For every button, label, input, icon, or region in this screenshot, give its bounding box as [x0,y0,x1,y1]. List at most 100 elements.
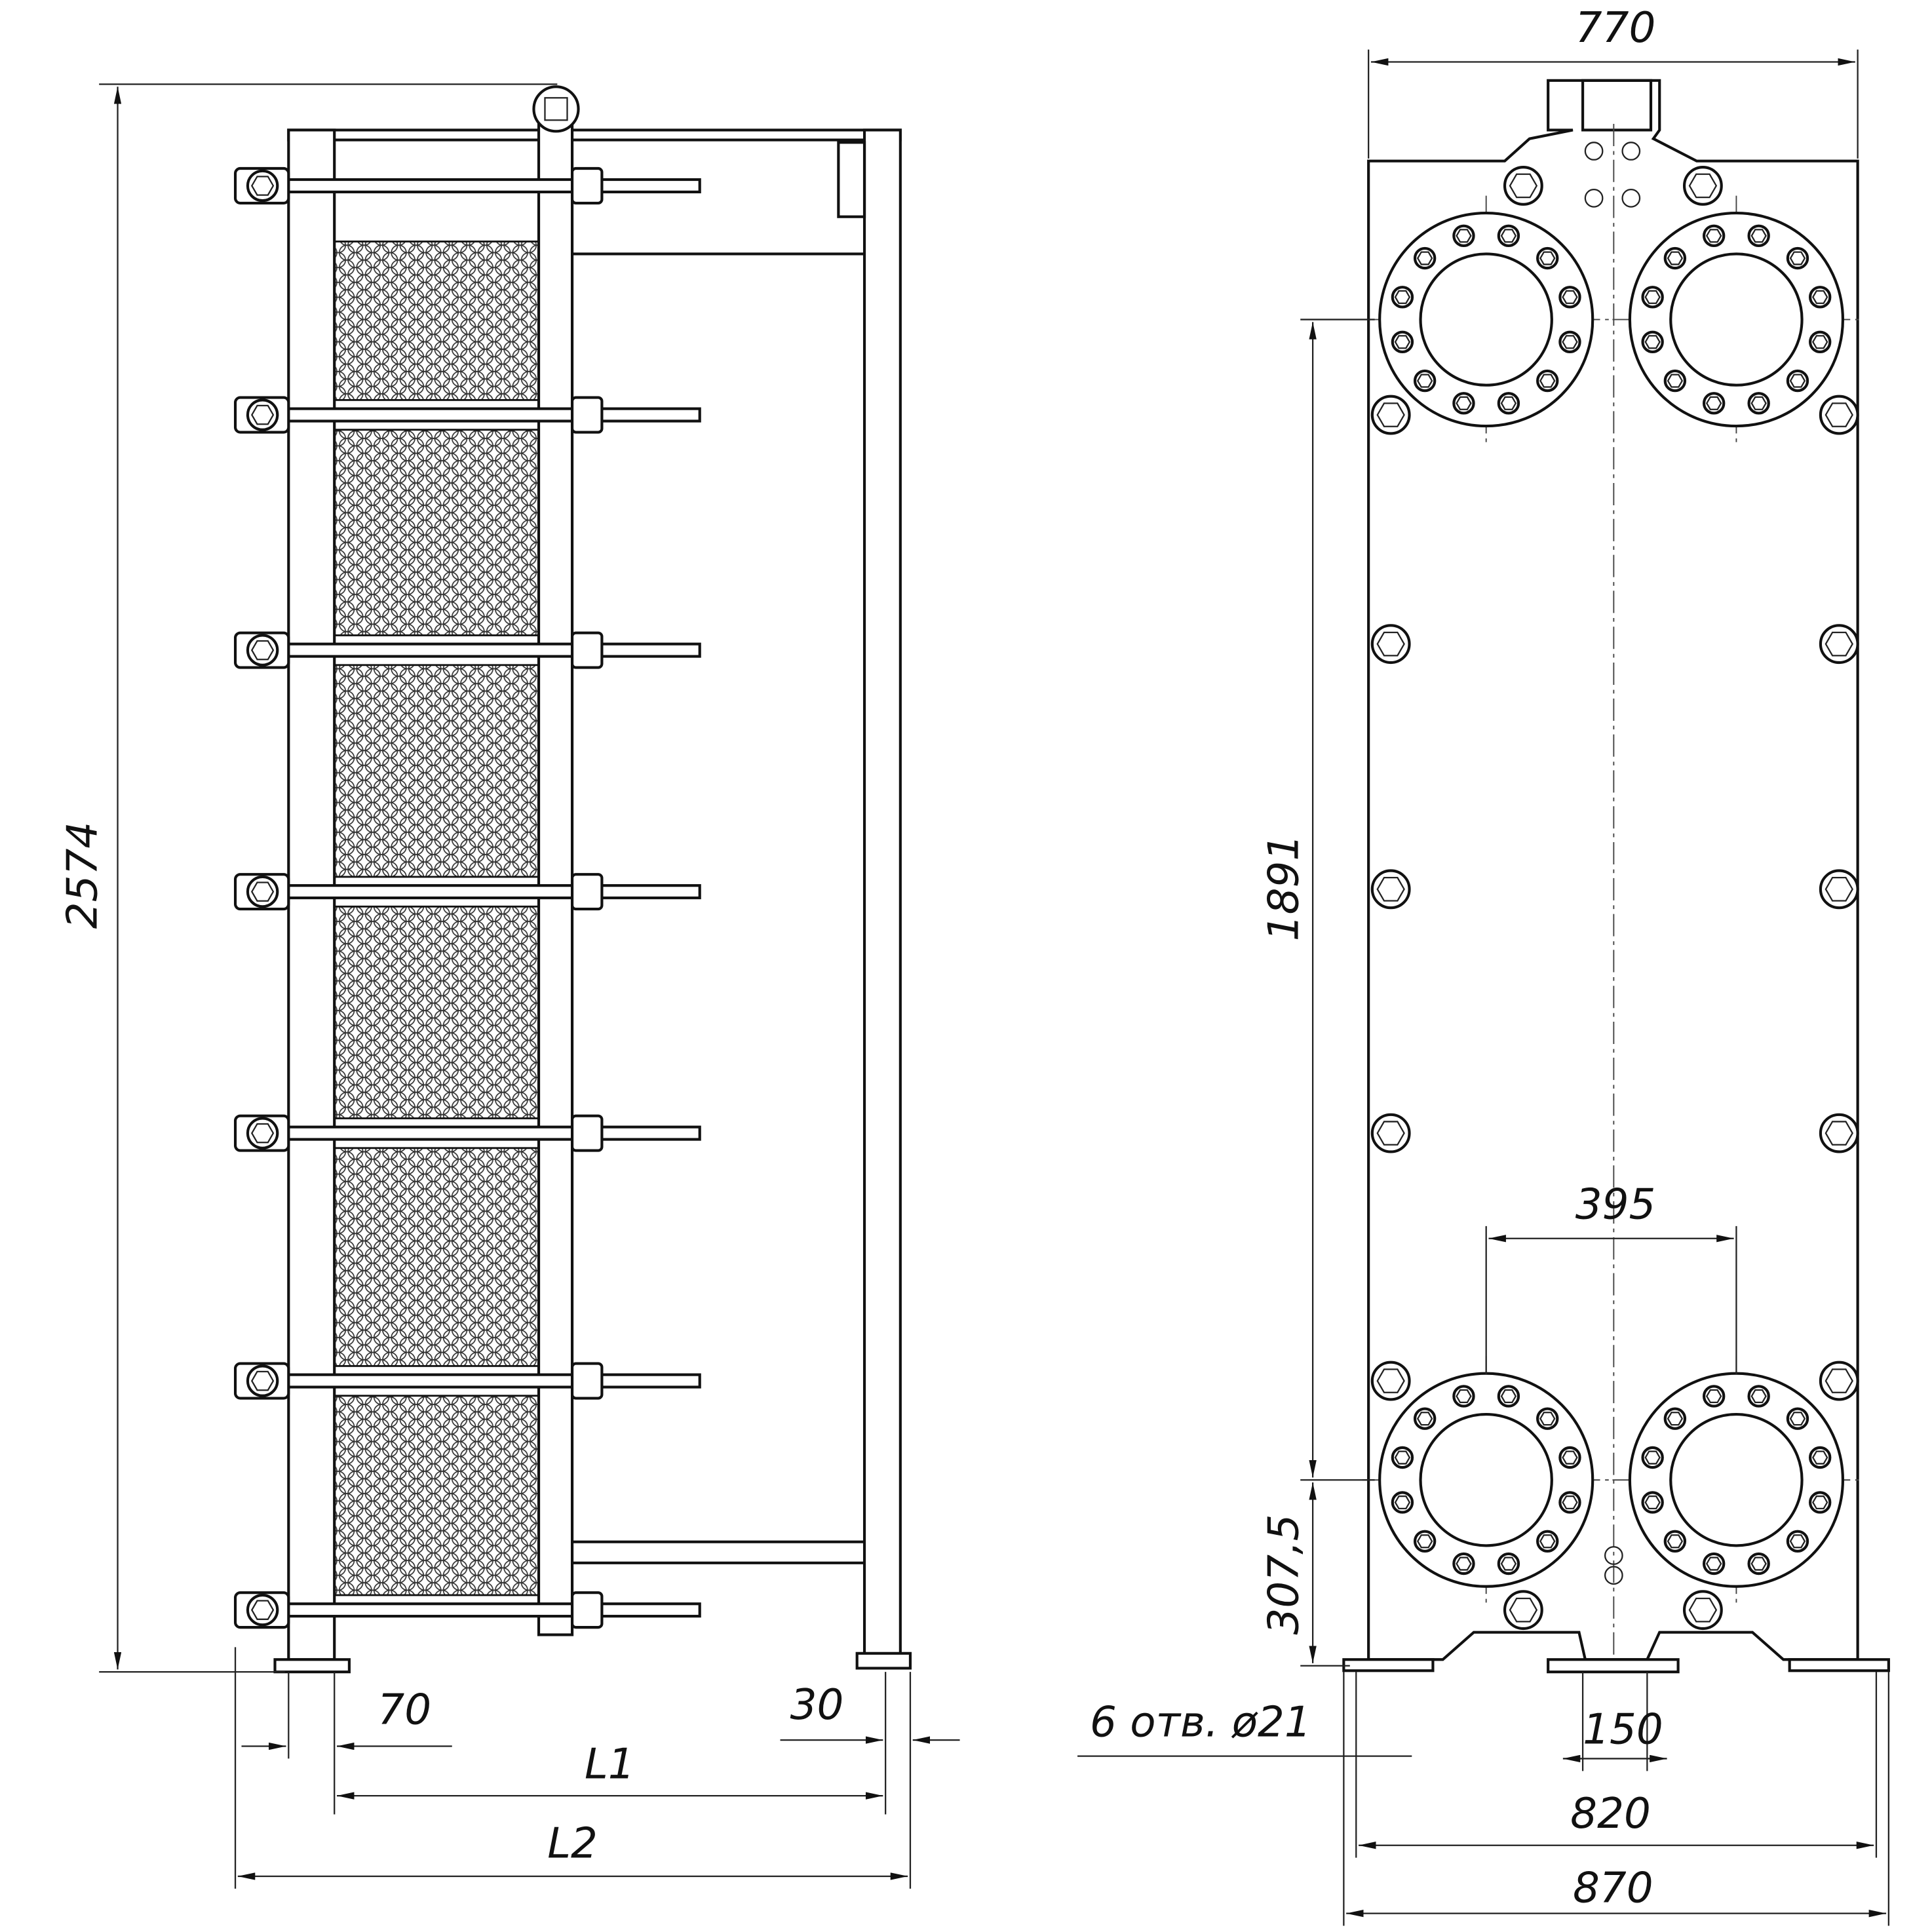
nut-hex [1539,251,1556,265]
dim-770: 770 [1575,3,1656,52]
nut-hex [1376,402,1405,427]
nut-hex [1812,335,1828,349]
nut-hex [1812,1450,1828,1465]
column-foot [855,1652,912,1670]
plate-pack-section [333,429,540,636]
nut-hex [250,176,275,196]
nut-hex [1667,1534,1684,1549]
nut-hex [1667,374,1684,388]
nut-hex [1394,1495,1411,1510]
nut-hex [1825,631,1853,657]
nut-hex [250,404,275,425]
dimensions [99,49,1889,1926]
tie-rod [287,178,701,193]
nut-hex [1825,877,1853,902]
tie-rod-nut-right [570,631,604,669]
nut-hex [1456,1389,1472,1404]
nut-hex [1789,1534,1806,1549]
nut-hex [1812,290,1828,304]
small-hole [1584,188,1604,208]
nut-hex [1644,1450,1661,1465]
nut-hex [1376,1121,1405,1146]
port-flange [1628,1372,1845,1588]
nut-hex [1705,1556,1722,1571]
plate-pack-section [333,1395,540,1596]
nut-hex [1394,290,1411,304]
lifting-lug [1581,79,1653,132]
nut-hex [250,881,275,902]
nut-hex [1705,1389,1722,1404]
tie-rod [287,1373,701,1389]
nut-hex [1500,396,1517,410]
bolt-icon [246,1593,279,1627]
nut-hex [1705,229,1722,243]
tie-rod [287,884,701,900]
support-column [862,128,902,1661]
lifting-eye-inner [544,97,568,121]
center-foot [1547,1658,1680,1674]
nut-hex [1789,251,1806,265]
nut-hex [1376,631,1405,657]
side-view [233,85,912,1674]
tie-rod-nut-right [570,396,604,434]
nut-hex [1500,1389,1517,1404]
bolt-icon [1819,624,1859,665]
nut-hex [1509,1597,1538,1623]
port-flange [1378,211,1594,428]
tie-rod [287,1602,701,1618]
bolt-icon [1370,624,1411,665]
port-opening [1669,252,1804,387]
plate-pack-section [333,241,540,401]
nut-hex [1750,396,1767,410]
nut-hex [1562,1495,1578,1510]
nut-hex [1562,335,1578,349]
nut-hex [1705,396,1722,410]
bolt-icon [1819,395,1859,435]
nut-hex [1789,374,1806,388]
nut-hex [250,1370,275,1391]
bolt-icon [246,875,279,908]
nut-hex [1825,1368,1853,1393]
plate-pack-section [333,905,540,1119]
dim-2574: 2574 [58,822,107,929]
lifting-eye [532,85,580,133]
nut-hex [1456,396,1472,410]
nut-hex [1644,290,1661,304]
bolt-icon [1370,1113,1411,1153]
bolt-icon [1819,1113,1859,1153]
nut-hex [1539,1412,1556,1426]
fixed-plate-foot [273,1658,351,1674]
nut-hex [1416,1534,1433,1549]
nut-hex [1667,1412,1684,1426]
tie-rod [287,407,701,423]
nut-hex [1750,1389,1767,1404]
holes-note: 6 отв. ø21 [1090,1697,1311,1747]
nut-hex [1416,374,1433,388]
nut-hex [1750,229,1767,243]
small-hole [1621,142,1641,161]
nut-hex [250,1600,275,1620]
right-foot [1788,1658,1890,1672]
dim-150: 150 [1583,1705,1663,1754]
dim-395: 395 [1575,1180,1656,1229]
dim-l1: L1 [585,1740,635,1789]
nut-hex [1812,1495,1828,1510]
small-hole [1604,1566,1623,1585]
nut-hex [1789,1412,1806,1426]
nut-hex [1416,1412,1433,1426]
port-flange [1628,211,1845,428]
bolt-icon [1370,395,1411,435]
plate-pack-section [333,1147,540,1367]
nut-hex [1644,1495,1661,1510]
column-bracket [837,141,866,218]
port-opening [1669,1413,1804,1547]
bolt-icon [1819,869,1859,910]
nut-hex [1376,877,1405,902]
nut-hex [1500,1556,1517,1571]
bolt-icon [246,1117,279,1150]
port-flange [1378,1372,1594,1588]
nut-hex [1456,1556,1472,1571]
tie-rod-nut-right [570,1591,604,1629]
nut-hex [1825,1121,1853,1146]
bolt-icon [246,1364,279,1397]
